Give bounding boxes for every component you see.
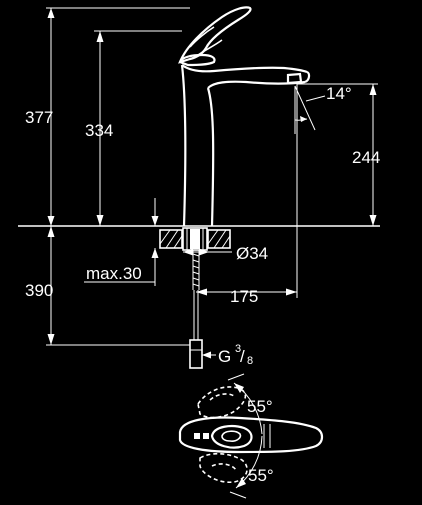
- label-spout-clearance: 244: [352, 148, 380, 167]
- dimension-244: [297, 83, 378, 226]
- label-thread-slash: /: [240, 347, 245, 366]
- thread-leader: [202, 351, 216, 359]
- label-below-deck: 390: [25, 281, 53, 300]
- faucet-body: [178, 6, 311, 227]
- label-max-deck: max.30: [86, 264, 142, 283]
- label-height-spout: 334: [85, 121, 113, 140]
- dimension-377: [46, 7, 190, 226]
- mounting-assembly: [151, 198, 231, 369]
- label-lever-angle-front: 55°: [248, 466, 274, 485]
- label-reach: 175: [230, 287, 258, 306]
- spout-angle: [294, 85, 326, 134]
- lever-top-view: [178, 373, 324, 499]
- dimension-175: [196, 84, 298, 298]
- label-thread-num: 3: [235, 343, 241, 355]
- label-spout-angle: 14°: [326, 84, 352, 103]
- dimension-diameter: [183, 248, 232, 256]
- label-hole-diameter: Ø34: [236, 244, 268, 263]
- dimension-390: [46, 226, 190, 346]
- label-thread-prefix: G: [218, 347, 231, 366]
- dimension-334: [94, 30, 182, 226]
- label-lever-angle-back: 55°: [247, 397, 273, 416]
- label-thread-den: 8: [247, 355, 253, 367]
- label-height-total: 377: [25, 108, 53, 127]
